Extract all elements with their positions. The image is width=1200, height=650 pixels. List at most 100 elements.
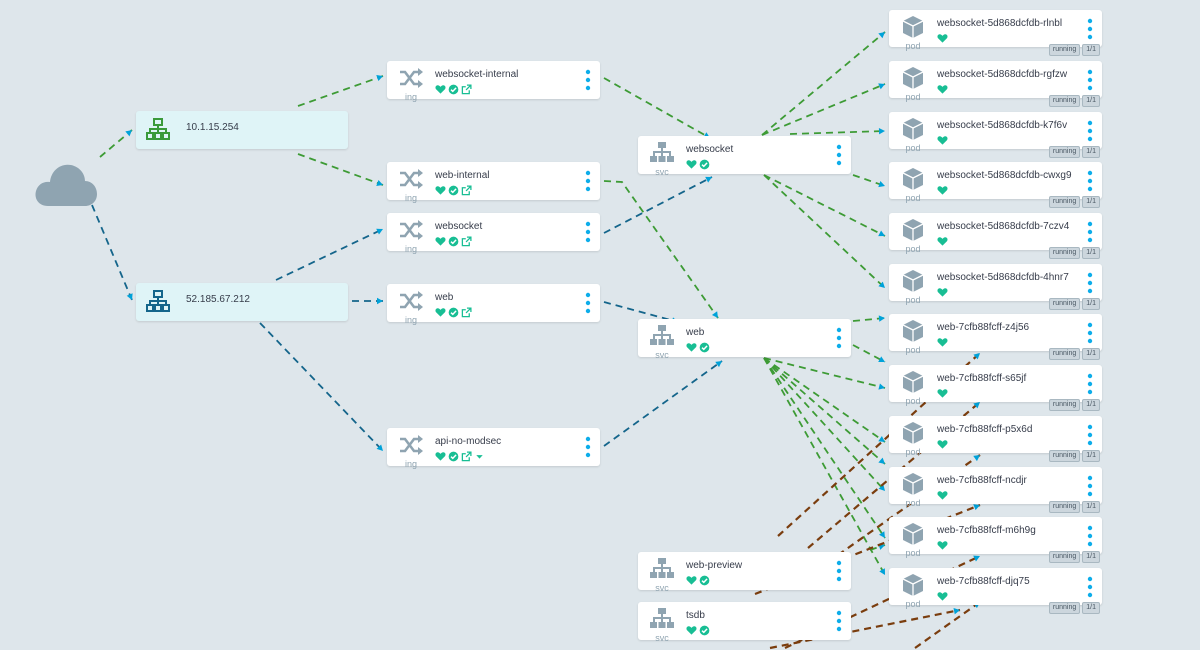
status-icons: [937, 184, 948, 196]
kebab-menu-icon[interactable]: [1084, 170, 1096, 192]
kebab-menu-icon[interactable]: [1084, 475, 1096, 497]
kebab-menu-icon[interactable]: [1084, 221, 1096, 243]
kebab-menu-icon[interactable]: [833, 560, 845, 582]
kebab-menu-icon[interactable]: [582, 436, 594, 458]
kebab-menu-icon[interactable]: [1084, 69, 1096, 91]
ingress-node[interactable]: ing websocket: [387, 213, 600, 254]
external-link-icon[interactable]: [461, 450, 472, 462]
cube-icon: [902, 219, 924, 241]
heart-icon: [937, 84, 948, 94]
edge-arrowhead: [705, 176, 712, 183]
kebab-menu-icon[interactable]: [582, 170, 594, 192]
kebab-menu-icon[interactable]: [582, 292, 594, 314]
ingress-node[interactable]: ing api-no-modsec: [387, 428, 600, 469]
pod-ready-badge: 1/1: [1082, 602, 1100, 614]
caret-down-icon[interactable]: [474, 451, 485, 462]
edge-arrowhead: [878, 127, 885, 135]
check-circle-icon: [448, 236, 459, 246]
loadbalancer-node[interactable]: 10.1.15.254: [136, 111, 348, 149]
edge-arrowhead: [878, 484, 885, 491]
edge-line: [763, 357, 886, 576]
kebab-menu-icon[interactable]: [1084, 322, 1096, 344]
kebab-menu-icon[interactable]: [833, 610, 845, 632]
check-circle-icon: [448, 84, 459, 94]
service-node[interactable]: svc web-preview: [638, 552, 851, 593]
edge-arrowhead: [973, 402, 980, 409]
loadbalancer-node[interactable]: 52.185.67.212: [136, 283, 348, 321]
heart-icon: [435, 307, 446, 317]
loadbalancer-label: 10.1.15.254: [186, 122, 239, 133]
cloud-icon: [35, 164, 97, 206]
external-link-icon[interactable]: [461, 235, 472, 247]
external-link-icon[interactable]: [461, 83, 472, 95]
shuffle-icon: [400, 435, 423, 455]
status-icons: [686, 158, 710, 170]
ingress-node[interactable]: ing web-internal: [387, 162, 600, 203]
service-node[interactable]: svc tsdb: [638, 602, 851, 643]
heart-icon: [937, 33, 948, 43]
resource-kind: pod: [905, 396, 921, 406]
edge-arrowhead: [377, 297, 383, 305]
resource-kind: pod: [905, 41, 921, 51]
cube-icon: [902, 371, 924, 393]
kebab-menu-icon[interactable]: [1084, 373, 1096, 395]
external-link-icon[interactable]: [461, 306, 472, 318]
ingress-label: web: [435, 292, 454, 303]
kebab-menu-icon[interactable]: [582, 221, 594, 243]
resource-kind: ing: [404, 459, 417, 469]
kebab-menu-icon[interactable]: [1084, 576, 1096, 598]
edge-arrowhead: [878, 281, 885, 288]
ingress-node[interactable]: ing web: [387, 284, 600, 325]
pod-ready-badge: 1/1: [1082, 95, 1100, 107]
edge-arrowhead: [376, 444, 383, 451]
pod-ready-badge: 1/1: [1082, 146, 1100, 158]
resource-kind: ing: [404, 315, 417, 325]
status-icons: [937, 83, 948, 95]
kebab-menu-icon[interactable]: [1084, 424, 1096, 446]
heart-icon: [686, 625, 697, 635]
pod-status-badge: running: [1048, 348, 1081, 360]
kebab-menu-icon[interactable]: [1084, 120, 1096, 142]
pod-label: web-7cfb88fcff-m6h9g: [937, 525, 1036, 536]
edge-line: [603, 176, 713, 234]
heart-icon: [686, 575, 697, 585]
kebab-menu-icon[interactable]: [582, 69, 594, 91]
kebab-menu-icon[interactable]: [833, 144, 845, 166]
ingress-node[interactable]: ing websocket-internal: [387, 61, 600, 102]
pod-status-badge: running: [1048, 196, 1081, 208]
pod-label: web-7cfb88fcff-p5x6d: [937, 424, 1033, 435]
edge-arrowhead: [878, 383, 885, 390]
check-circle-icon: [448, 185, 459, 195]
service-node[interactable]: svc web: [638, 319, 851, 360]
edge-arrowhead: [376, 228, 383, 235]
edge-arrowhead: [973, 455, 980, 462]
status-icons: [937, 387, 948, 399]
kebab-menu-icon[interactable]: [1084, 525, 1096, 547]
status-icons: [937, 489, 948, 501]
pod-status-badge: running: [1048, 44, 1081, 56]
service-node[interactable]: svc websocket: [638, 136, 851, 177]
edge-line: [763, 357, 886, 389]
heart-icon: [435, 451, 446, 461]
shuffle-icon: [400, 68, 423, 88]
edge-arrowhead: [879, 568, 885, 575]
heart-icon: [937, 287, 948, 297]
status-icons: [937, 32, 948, 44]
kebab-menu-icon[interactable]: [833, 327, 845, 349]
edge-arrowhead: [125, 130, 132, 137]
kebab-menu-icon[interactable]: [1084, 272, 1096, 294]
kebab-menu-icon[interactable]: [1084, 18, 1096, 40]
external-link-icon[interactable]: [461, 184, 472, 196]
